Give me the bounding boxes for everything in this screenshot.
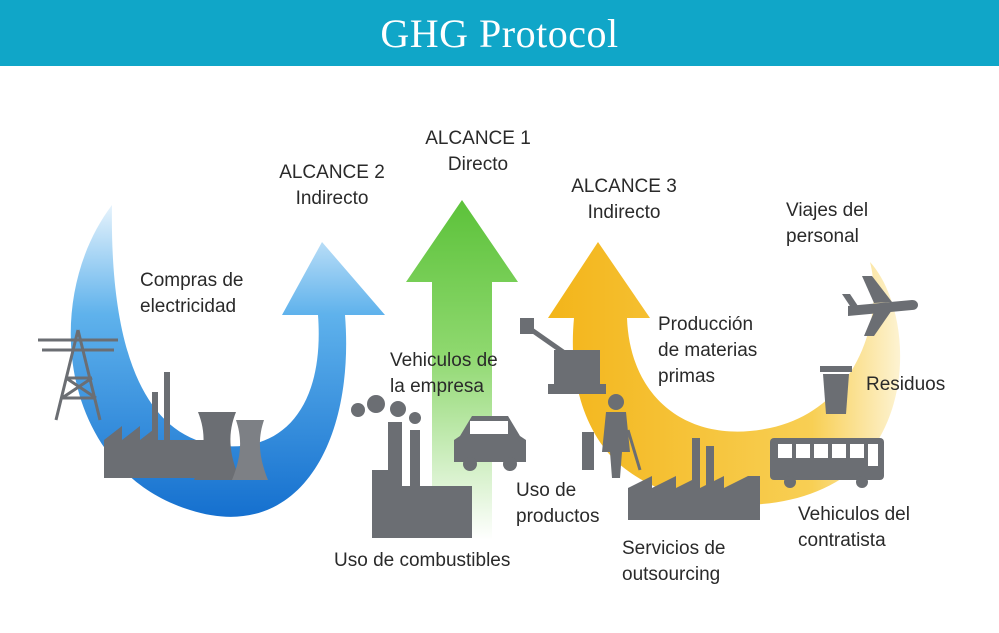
vehiculos-empresa-label: Vehiculos de la empresa: [390, 350, 498, 397]
trash-can-icon: [820, 366, 852, 414]
uso-combustibles-label: Uso de combustibles: [334, 550, 511, 571]
factory-icon: [351, 395, 472, 538]
vehiculos-contratista-label: Vehiculos del contratista: [798, 504, 910, 551]
scope1-title: ALCANCE 1: [425, 128, 531, 149]
compras-electricidad-label: Compras de electricidad: [140, 270, 244, 317]
residuos-label: Residuos: [866, 374, 946, 395]
viajes-personal-label: Viajes del personal: [786, 200, 869, 247]
page-title: GHG Protocol: [380, 10, 619, 56]
scope3-title: ALCANCE 3: [571, 176, 677, 197]
power-tower-icon: [38, 329, 118, 421]
produccion-materias-label: Producción de materias primas: [658, 314, 758, 387]
scope2-title: ALCANCE 2: [279, 162, 385, 183]
outsourcing-factory-icon: [628, 438, 760, 520]
bus-icon: [770, 438, 884, 488]
scope2-subtitle: Indirecto: [295, 188, 369, 209]
airplane-icon: [842, 276, 918, 336]
worker-icon: [582, 394, 642, 478]
crane-icon: [520, 318, 606, 394]
header-bar: GHG Protocol: [0, 0, 999, 66]
scope1-label: ALCANCE 1 Directo: [408, 126, 548, 178]
uso-productos-label: Uso de productos: [516, 480, 600, 527]
servicios-outsourcing-label: Servicios de outsourcing: [622, 538, 726, 585]
scope3-subtitle: Indirecto: [587, 202, 661, 223]
power-plant-icon: [104, 372, 268, 480]
scope2-label: ALCANCE 2 Indirecto: [262, 160, 402, 212]
scope1-subtitle: Directo: [447, 154, 509, 175]
car-icon: [454, 416, 526, 471]
scope3-label: ALCANCE 3 Indirecto: [554, 174, 694, 226]
